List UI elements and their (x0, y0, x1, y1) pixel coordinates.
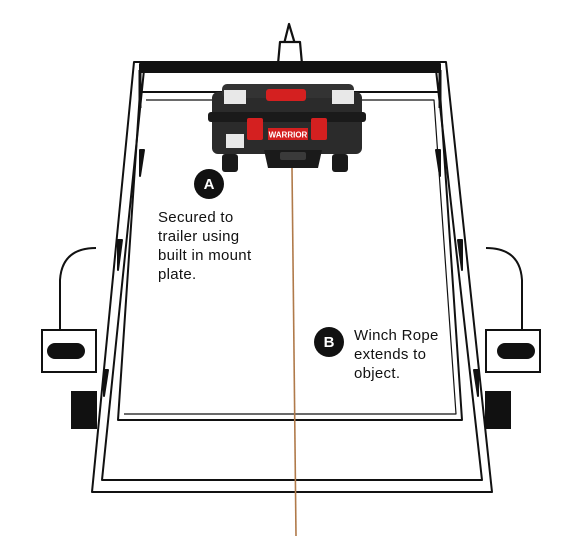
spec-label (226, 134, 244, 148)
right-latch (311, 118, 327, 140)
left-fender (41, 247, 97, 429)
brand-plate (268, 128, 308, 140)
left-foot (222, 154, 238, 172)
right-foot (332, 154, 348, 172)
callout-b-badge: B (314, 327, 344, 357)
callout-a-badge: A (194, 169, 224, 199)
trailer-frame (91, 61, 493, 493)
left-label (224, 90, 246, 104)
callout-a-text: Secured to trailer using built in mount … (158, 209, 252, 283)
right-label (332, 90, 354, 104)
winch-case: WARRIOR (208, 84, 366, 172)
case-handle (266, 89, 306, 101)
brand-logo: WARRIOR (269, 131, 308, 140)
callout-b-text: Winch Rope extends to object. (354, 327, 439, 382)
right-fender (485, 247, 541, 429)
left-latch (247, 118, 263, 140)
winch-rope (291, 167, 297, 537)
